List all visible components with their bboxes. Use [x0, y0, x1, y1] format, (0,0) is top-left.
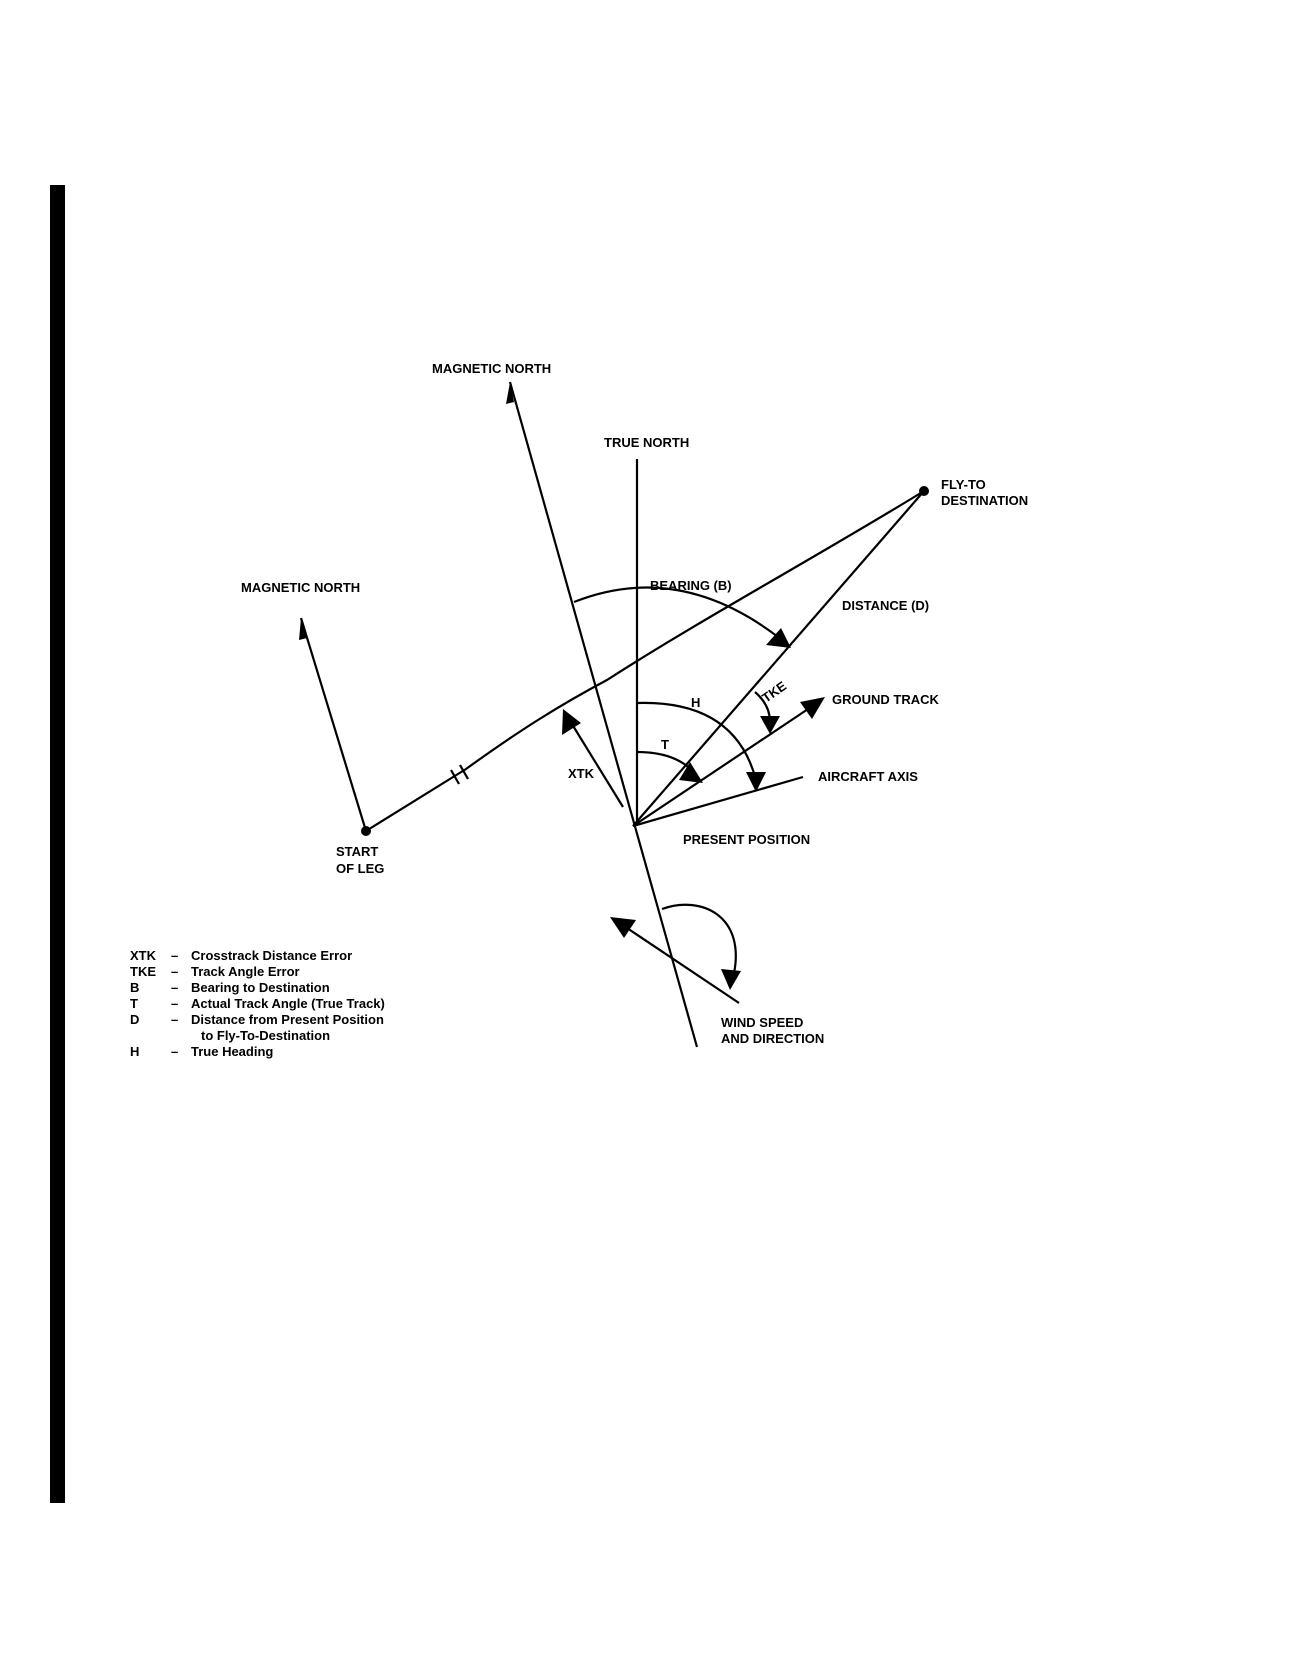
legend-key: D — [130, 1012, 139, 1027]
legend-key: H — [130, 1044, 139, 1059]
xtk-label: XTK — [568, 766, 595, 781]
start-label: START — [336, 844, 378, 859]
track-angle-label: T — [661, 737, 669, 752]
fly-to-label: FLY-TO — [941, 477, 986, 492]
legend-dash: – — [171, 964, 178, 979]
tke-arrow — [760, 716, 780, 734]
left-margin-bar — [50, 185, 65, 1503]
legend-item: TKE – Track Angle Error — [130, 964, 300, 979]
distance-label: DISTANCE (D) — [842, 598, 929, 613]
ground-track-label: GROUND TRACK — [832, 692, 939, 707]
magnetic-north-top-label: MAGNETIC NORTH — [432, 361, 551, 376]
legend-text-continued: to Fly-To-Destination — [201, 1028, 330, 1043]
destination-label: DESTINATION — [941, 493, 1028, 508]
distance-line — [632, 490, 925, 827]
legend-dash: – — [171, 1012, 178, 1027]
magnetic-north-arrow-tip — [506, 382, 514, 404]
heading-arc — [636, 701, 758, 781]
desired-track-line — [365, 490, 925, 832]
xtk-arrow — [562, 709, 581, 735]
of-leg-label: OF LEG — [336, 861, 384, 876]
legend: XTK – Crosstrack Distance Error TKE – Tr… — [130, 948, 385, 1059]
legend-text: Distance from Present Position — [191, 1012, 384, 1027]
tke-label: TKE — [759, 678, 789, 705]
wind-direction-arc — [661, 903, 737, 979]
fly-to-destination-point — [919, 486, 929, 496]
magnetic-north-left-line — [299, 617, 368, 832]
legend-key: XTK — [130, 948, 157, 963]
legend-text: Track Angle Error — [191, 964, 300, 979]
start-of-leg-point — [361, 826, 371, 836]
legend-text: Crosstrack Distance Error — [191, 948, 352, 963]
track-break-mark — [450, 769, 460, 785]
bearing-label: BEARING (B) — [650, 578, 732, 593]
legend-text: Actual Track Angle (True Track) — [191, 996, 385, 1011]
present-position-label: PRESENT POSITION — [683, 832, 810, 847]
wind-vector-line — [620, 923, 740, 1004]
legend-item: T – Actual Track Angle (True Track) — [130, 996, 385, 1011]
wind-speed-label: WIND SPEED — [721, 1015, 803, 1030]
legend-key: B — [130, 980, 139, 995]
legend-item: XTK – Crosstrack Distance Error — [130, 948, 352, 963]
legend-item: B – Bearing to Destination — [130, 980, 330, 995]
heading-arrow — [746, 772, 766, 792]
track-angle-arrow — [679, 762, 703, 783]
legend-dash: – — [171, 996, 178, 1011]
ground-track-arrow — [800, 697, 825, 719]
magnetic-north-left-arrow-tip — [299, 618, 307, 640]
magnetic-north-left-label: MAGNETIC NORTH — [241, 580, 360, 595]
aircraft-axis-line — [632, 775, 804, 828]
legend-key: T — [130, 996, 138, 1011]
xtk-line — [566, 715, 624, 808]
heading-label: H — [691, 695, 700, 710]
and-direction-label: AND DIRECTION — [721, 1031, 824, 1046]
true-north-label: TRUE NORTH — [604, 435, 689, 450]
legend-dash: – — [171, 980, 178, 995]
magnetic-north-line — [508, 381, 699, 1048]
legend-dash: – — [171, 1044, 178, 1059]
bearing-arrow — [766, 628, 791, 648]
wind-vector-arrow — [610, 917, 636, 938]
ground-track-line — [632, 700, 821, 827]
aircraft-axis-label: AIRCRAFT AXIS — [818, 769, 918, 784]
legend-text: True Heading — [191, 1044, 273, 1059]
legend-text: Bearing to Destination — [191, 980, 330, 995]
legend-item: D – Distance from Present Position to Fl… — [130, 1012, 384, 1043]
legend-item: H – True Heading — [130, 1044, 273, 1059]
wind-direction-arrow — [721, 969, 741, 990]
bearing-arc — [573, 586, 783, 641]
legend-dash: – — [171, 948, 178, 963]
legend-key: TKE — [130, 964, 156, 979]
track-break-mark — [459, 764, 469, 780]
